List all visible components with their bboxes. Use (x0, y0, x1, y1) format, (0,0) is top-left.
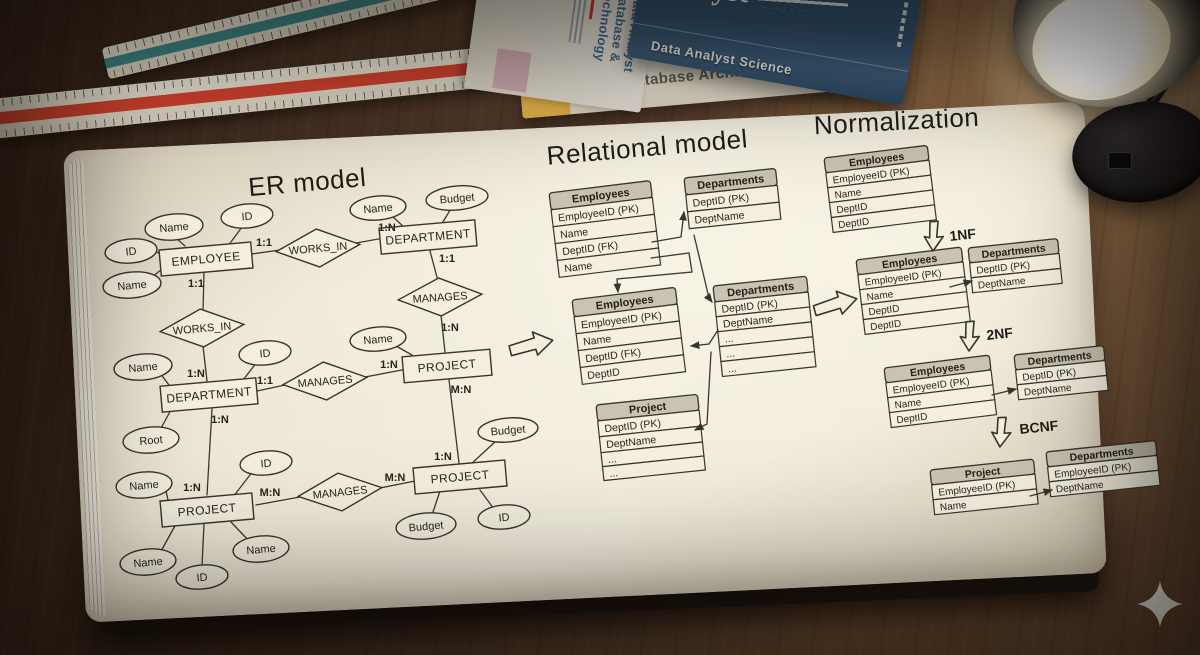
book-cover-subtitle-lines (566, 0, 589, 44)
book-blue-author-mark (896, 2, 909, 49)
notebook-page (63, 101, 1107, 623)
lamp-switch[interactable] (1108, 152, 1132, 169)
book-cover-line: Analyst (649, 0, 750, 9)
page-edge-stack (67, 158, 106, 617)
book-blue-subtitle-lines (757, 0, 851, 14)
scale-ruler-red (0, 46, 491, 142)
book-blue-cover-title: Data Analyst (649, 0, 754, 9)
sparkle-watermark-icon (1137, 581, 1183, 627)
book-cover-pink-patch (492, 48, 532, 93)
book-cover-rule (588, 0, 597, 20)
page-shading (63, 101, 1107, 623)
